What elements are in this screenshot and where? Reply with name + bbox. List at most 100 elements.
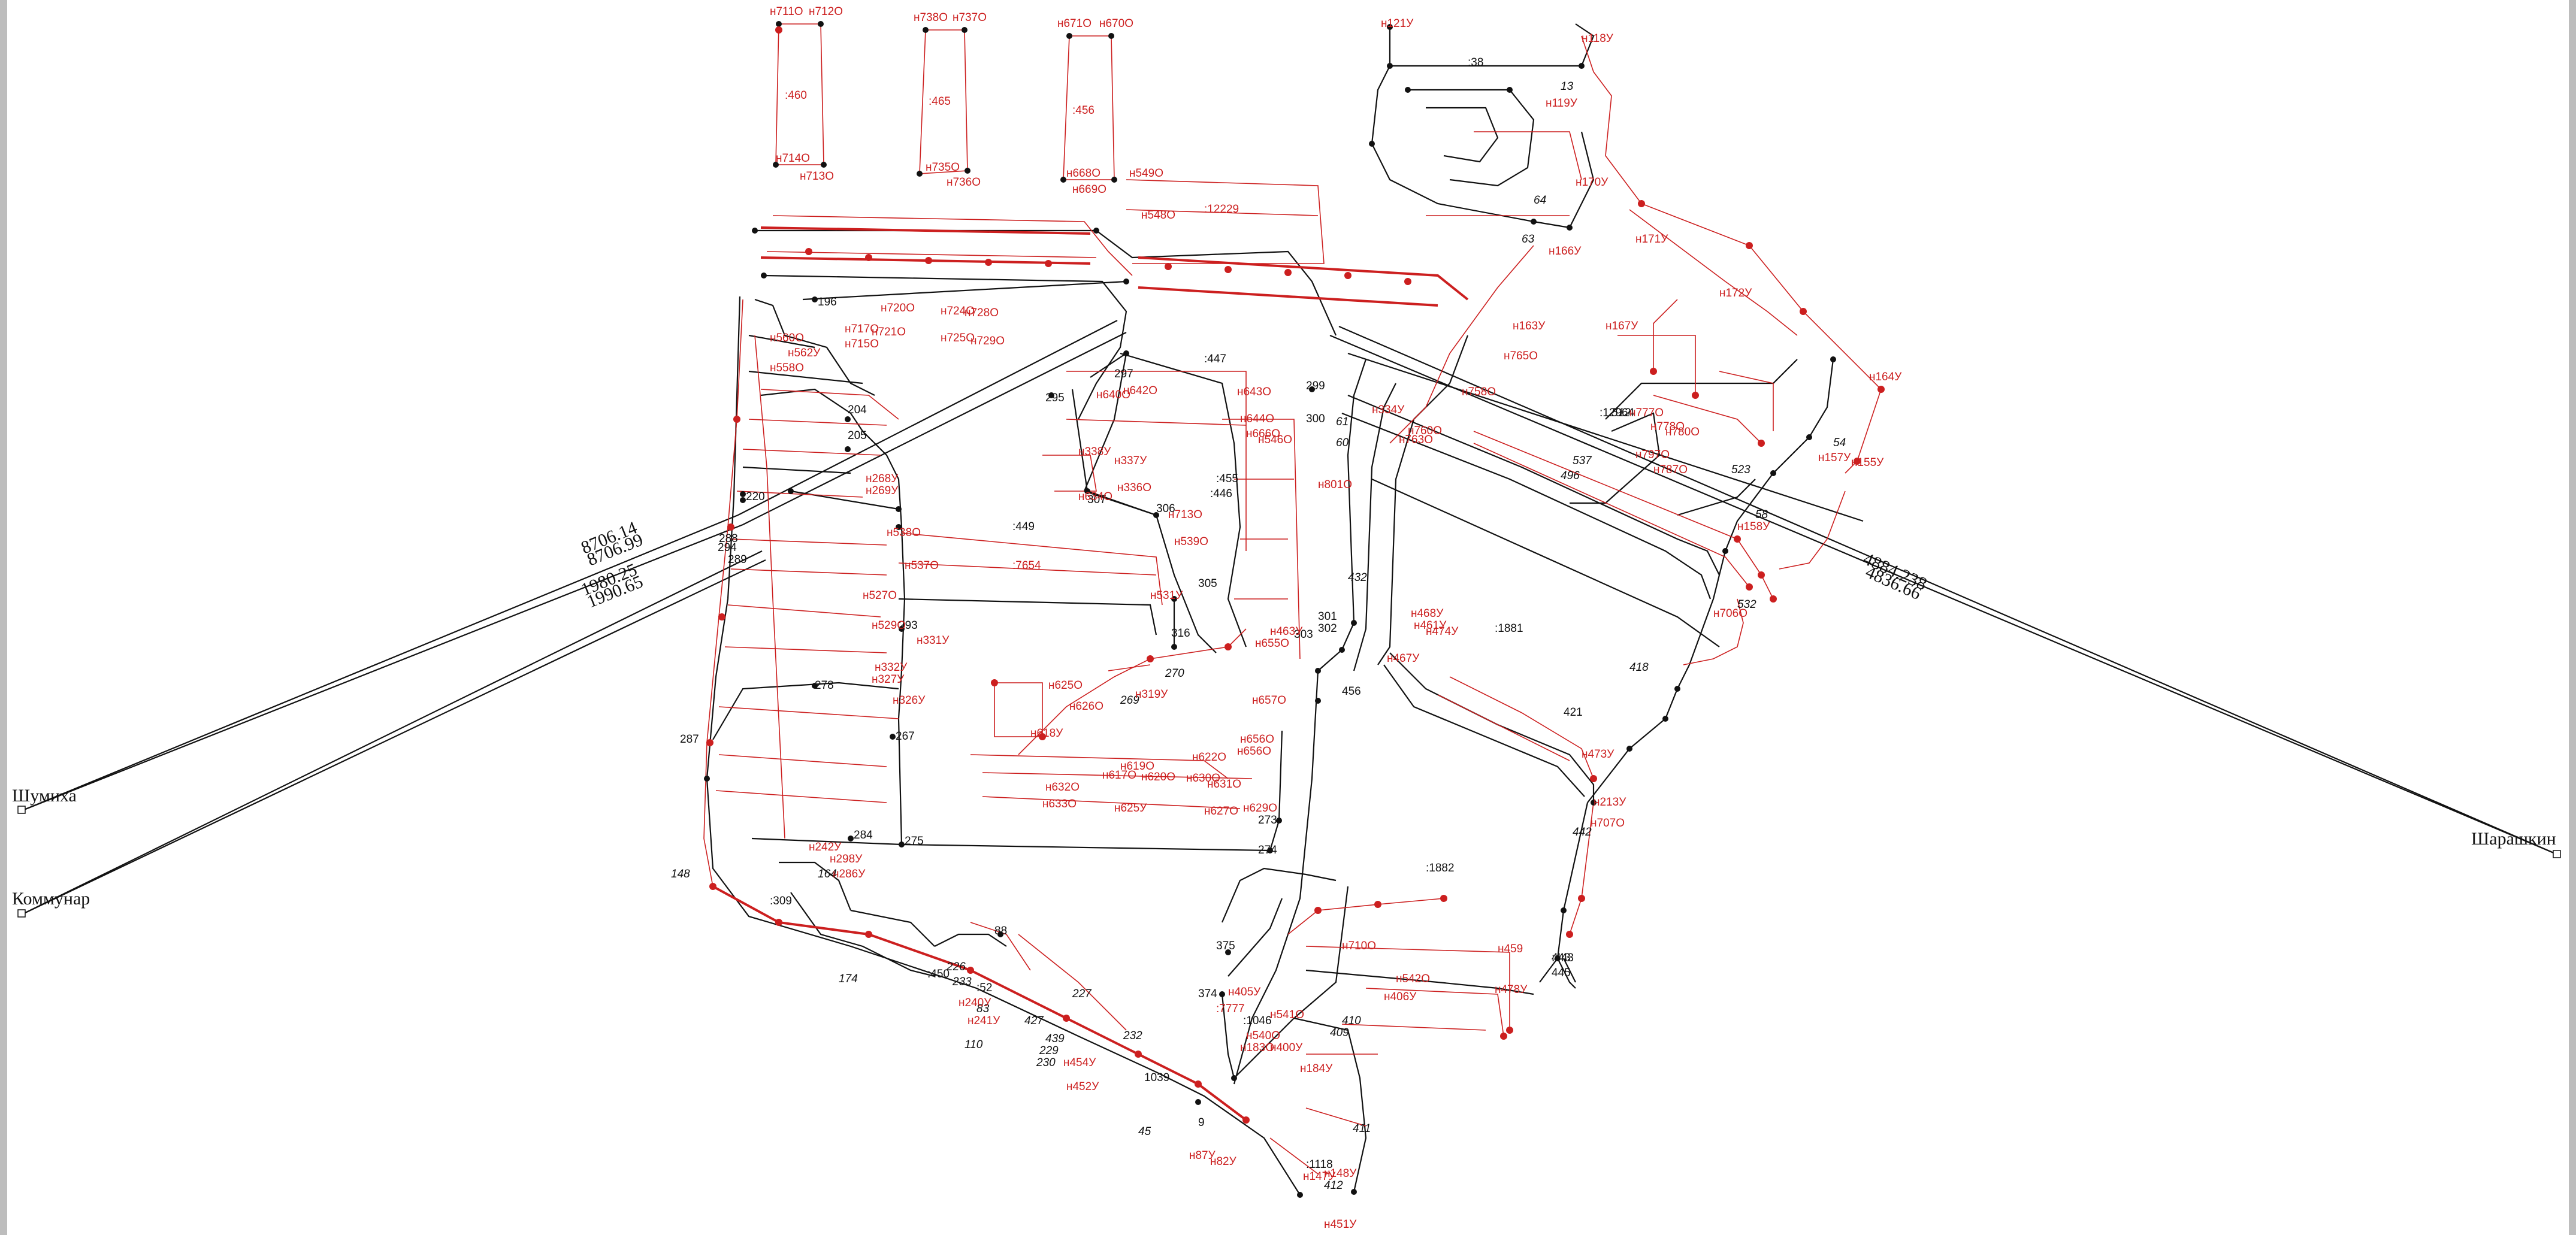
parcel-label: 456: [1342, 685, 1361, 698]
parcel-label: 284: [854, 829, 873, 842]
place-label-sharashkin: Шарашкин: [2471, 829, 2556, 849]
boundary-point-label: н319У: [1135, 688, 1168, 701]
boundary-point-label: н669О: [1072, 183, 1106, 196]
point-number-label: 410: [1342, 1015, 1361, 1027]
boundary-point-label: н542О: [1396, 973, 1430, 985]
survey-node: [845, 416, 851, 422]
map-canvas[interactable]: Шумиха Коммунар Шарашкин 8706.14 8706.99…: [7, 0, 2569, 1235]
boundary-point-label: н728О: [965, 307, 999, 319]
point-number-label: 412: [1324, 1179, 1343, 1192]
boundary-node: [1284, 269, 1292, 276]
boundary-node: [1147, 655, 1154, 662]
survey-node: [1387, 24, 1393, 30]
point-number-label: 233: [952, 976, 972, 988]
boundary-point-label: н529О: [872, 619, 906, 632]
boundary-node: [1758, 440, 1765, 447]
boundary-node: [1242, 1116, 1250, 1124]
boundary-point-label: н166У: [1549, 245, 1582, 258]
survey-node: [761, 273, 767, 279]
survey-node: [917, 171, 923, 177]
parcel-label: 293: [899, 619, 918, 632]
boundary-node: [1063, 1015, 1070, 1022]
point-number-label: 229: [1039, 1045, 1059, 1057]
survey-node: [1830, 356, 1836, 362]
parcel-label: 303: [1294, 628, 1313, 641]
parcel-label: :455: [1216, 473, 1238, 485]
parcel-label: 274: [1258, 844, 1277, 856]
boundary-point-label: н797О: [1635, 449, 1670, 461]
survey-node: [1351, 620, 1357, 626]
survey-node: [1531, 219, 1537, 225]
survey-node: [1195, 1099, 1201, 1105]
boundary-node: [805, 248, 812, 255]
boundary-point-label: :465: [929, 95, 951, 108]
boundary-point-label: н715О: [845, 338, 879, 350]
parcel-label: 300: [1306, 413, 1325, 425]
boundary-node: [1165, 263, 1172, 270]
boundary-point-label: н148У: [1324, 1167, 1357, 1180]
boundary-point-label: н242У: [809, 841, 842, 853]
survey-node: [1219, 991, 1225, 997]
survey-node: [1276, 818, 1282, 824]
connector-lines: [23, 320, 2556, 914]
boundary-point-label: н548О: [1141, 209, 1175, 222]
boundary-node: [1506, 1027, 1513, 1034]
survey-node: [997, 931, 1003, 937]
parcel-label: :52: [976, 982, 992, 994]
boundary-point-label: н405У: [1228, 986, 1261, 998]
survey-node: [848, 836, 854, 842]
point-number-label: 532: [1737, 598, 1756, 611]
boundary-point-label: н336О: [1117, 482, 1151, 494]
point-number-label: 230: [1036, 1057, 1056, 1069]
boundary-node: [706, 739, 713, 746]
boundary-point-label: :7654: [1012, 559, 1041, 572]
boundary-point-label: н738О: [914, 11, 948, 24]
survey-node: [1806, 434, 1812, 440]
boundary-point-label: н643О: [1237, 386, 1271, 398]
survey-node: [1267, 847, 1273, 853]
point-number-label: 110: [965, 1039, 983, 1051]
boundary-node: [967, 967, 974, 974]
boundary-point-label: н631О: [1207, 778, 1241, 791]
boundary-node: [925, 257, 932, 264]
parcel-label: :1118: [1306, 1158, 1333, 1171]
boundary-point-label: н240У: [959, 997, 991, 1009]
boundary-point-label: н706О: [1713, 607, 1747, 620]
boundary-point-label: н655О: [1255, 637, 1289, 650]
boundary-point-label: н712О: [809, 5, 843, 18]
boundary-point-label: н461У: [1414, 619, 1447, 632]
survey-node: [1108, 33, 1114, 39]
boundary-node: [1195, 1080, 1202, 1088]
boundary-node: [1045, 260, 1052, 267]
point-number-label: 537: [1573, 455, 1592, 467]
point-number-label: 270: [1165, 667, 1184, 680]
survey-node: [812, 683, 818, 689]
point-number-label: 226: [946, 961, 966, 973]
boundary-point-label: н644О: [1240, 413, 1274, 425]
survey-node: [1309, 386, 1315, 392]
parcel-label: :1882: [1426, 862, 1455, 874]
boundary-point-label: н269У: [866, 485, 899, 497]
parcel-label: :1046: [1243, 1015, 1272, 1027]
boundary-point-label: н725О: [941, 332, 975, 344]
boundary-point-label: н334У: [1372, 404, 1405, 416]
boundary-point-label: н668О: [1066, 167, 1100, 180]
boundary-node: [1404, 278, 1411, 285]
parcel-label: :450: [927, 968, 950, 980]
boundary-node: [1374, 901, 1381, 908]
boundary-point-label: н474У: [1426, 625, 1459, 638]
boundary-point-label: :7777: [1216, 1003, 1245, 1015]
boundary-point-label: н121У: [1381, 17, 1414, 30]
boundary-point-label: н671О: [1057, 17, 1092, 30]
boundary-point-label: н627О: [1204, 805, 1238, 818]
boundary-point-label: н171У: [1635, 233, 1668, 246]
black-labels: :38:447:449:446:455:1881:1882:12964:443:…: [680, 56, 1635, 1171]
survey-node: [1579, 63, 1585, 69]
boundary-point-label: н118У: [1582, 32, 1614, 45]
boundary-node: [865, 254, 872, 261]
boundary-point-label: н463У: [1270, 625, 1303, 638]
boundary-point-label: н213У: [1594, 796, 1626, 809]
boundary-point-label: н478У: [1495, 983, 1528, 996]
point-number-label: 45: [1138, 1125, 1151, 1138]
